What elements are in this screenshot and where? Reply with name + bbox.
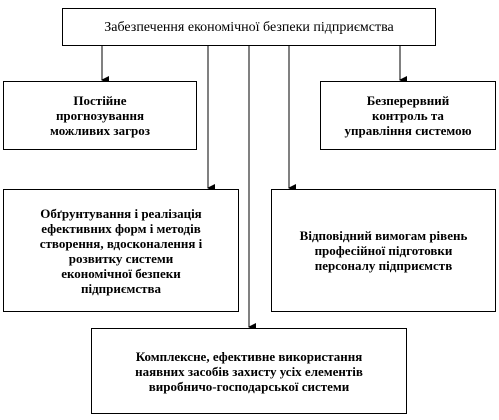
node-forecast: Постійне прогнозування можливих загроз [3, 81, 197, 150]
node-control: Безперервний контроль та управління сист… [320, 81, 496, 150]
node-title: Забезпечення економічної безпеки підприє… [62, 8, 436, 46]
node-forms: Обґрунтування і реалізація ефективних фо… [3, 189, 239, 312]
node-personnel: Відповідний вимогам рівень професійної п… [271, 189, 496, 312]
node-complex: Комплексне, ефективне використання наявн… [91, 328, 407, 414]
